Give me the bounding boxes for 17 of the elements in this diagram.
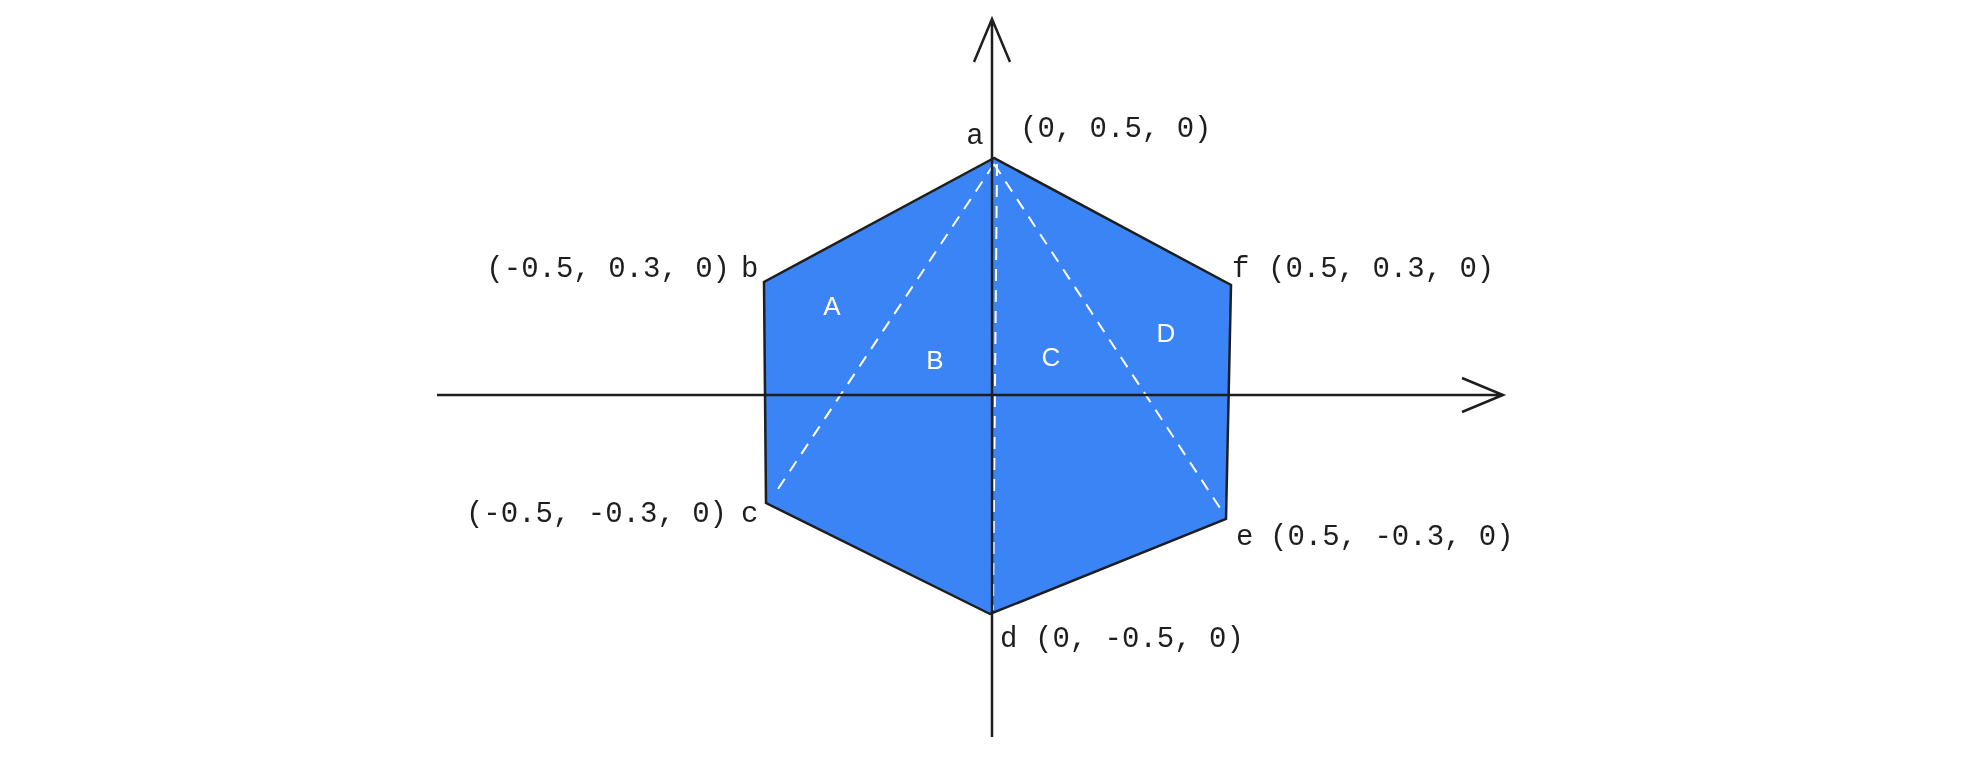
vertex-label: c bbox=[741, 498, 759, 532]
vertex-label: a bbox=[966, 120, 984, 154]
vertex-label: f bbox=[1232, 253, 1250, 287]
vertex-label: (0.5, 0.3, 0) bbox=[1268, 253, 1495, 287]
vertex-label: b bbox=[741, 253, 759, 287]
region-label: A bbox=[823, 291, 841, 321]
region-label: C bbox=[1041, 342, 1061, 372]
region-label: B bbox=[926, 345, 944, 375]
hexagon bbox=[764, 158, 1231, 614]
region-label: D bbox=[1156, 318, 1176, 348]
vertex-label: d bbox=[1000, 623, 1018, 657]
vertex-label: (-0.5, 0.3, 0) bbox=[486, 253, 730, 287]
vertex-label: (0, -0.5, 0) bbox=[1035, 623, 1244, 657]
vertex-label: (0, 0.5, 0) bbox=[1020, 113, 1212, 147]
vertex-label: (0.5, -0.3, 0) bbox=[1270, 521, 1514, 555]
vertex-label: e bbox=[1236, 521, 1254, 555]
vertex-label: (-0.5, -0.3, 0) bbox=[465, 498, 727, 532]
